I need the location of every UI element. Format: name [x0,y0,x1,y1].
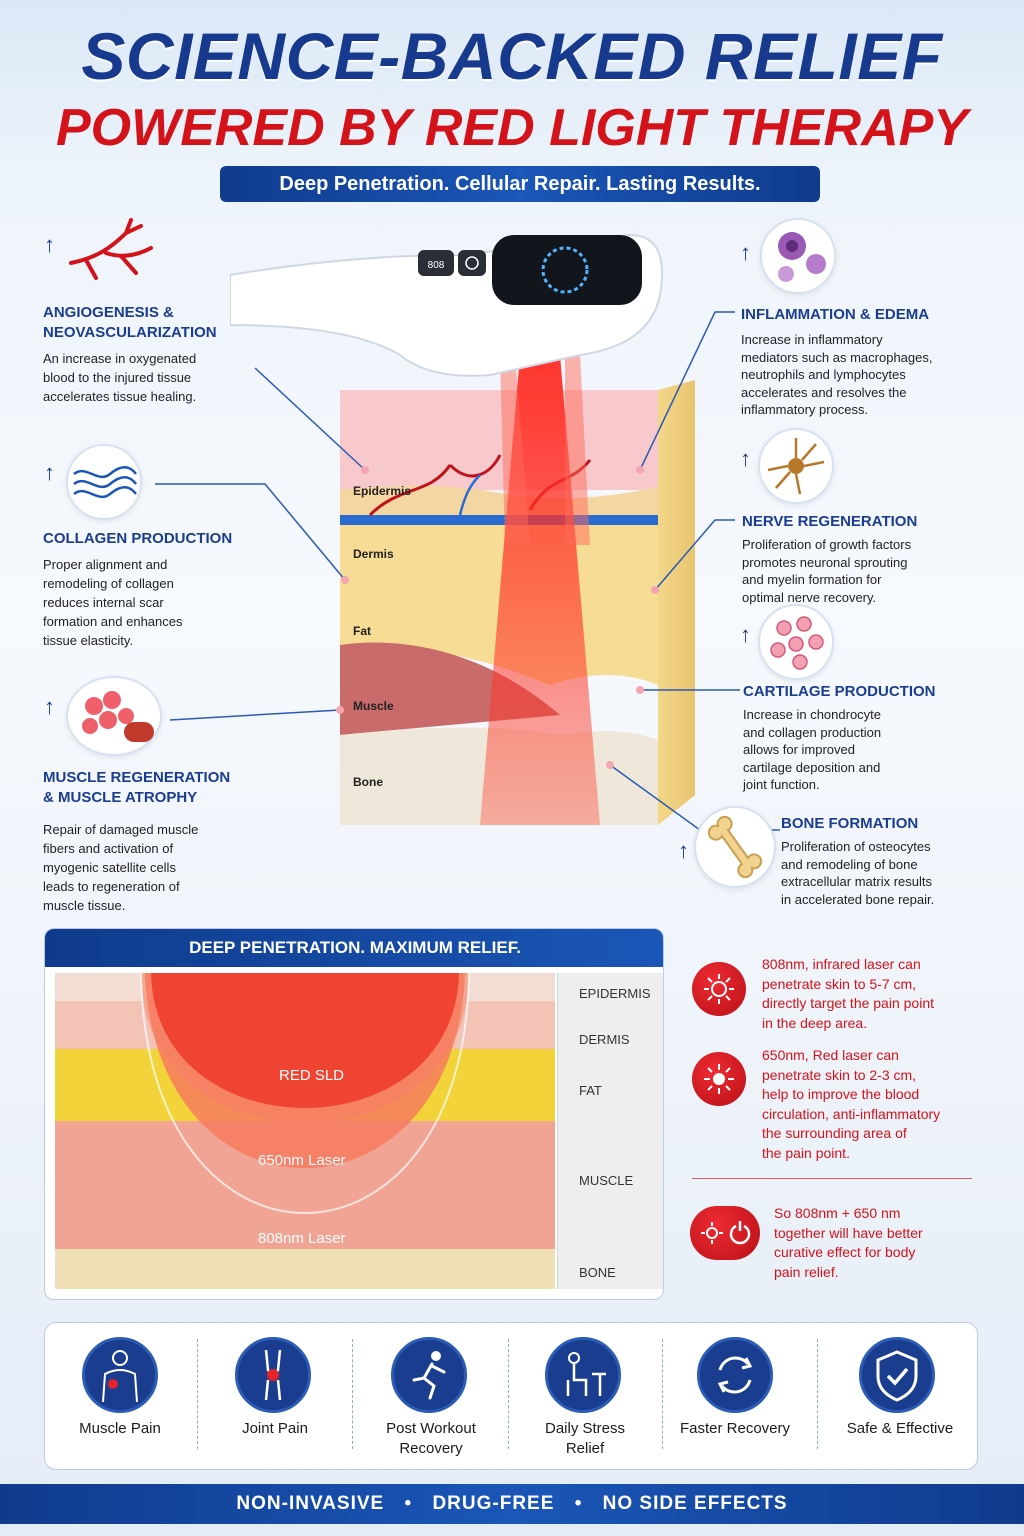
layer-name-muscle: MUSCLE [579,1173,634,1188]
blood-vessel-band [340,515,658,525]
footer-item: NO SIDE EFFECTS [602,1493,788,1514]
beam-label-808: 808nm Laser [258,1230,346,1247]
benefit-title: ANGIOGENESIS & [43,304,174,321]
benefit-angiogenesis: ANGIOGENESIS & NEOVASCULARIZATION An inc… [43,303,263,406]
feature-joint-pain: Joint Pain [242,1420,308,1437]
benefit-title: COLLAGEN PRODUCTION [43,530,233,547]
feature-divider [817,1339,818,1449]
beam-label-650: 650nm Laser [258,1152,346,1169]
benefit-title: CARTILAGE PRODUCTION [743,683,936,700]
benefit-muscle: MUSCLE REGENERATION & MUSCLE ATROPHY Rep… [43,768,263,915]
increase-arrow-icon: ↑ [44,460,55,485]
desk-sitting-icon [545,1337,621,1413]
cycle-arrows-icon [697,1337,773,1413]
feature-divider [352,1339,353,1449]
increase-arrow-icon: ↑ [44,232,55,257]
benefit-cartilage: CARTILAGE PRODUCTION Increase in chondro… [743,682,983,794]
chondrocytes-icon [758,604,834,680]
page-title-line2: POWERED BY RED LIGHT THERAPY [55,99,968,157]
running-person-icon [391,1337,467,1413]
layer-name-bone: BONE [579,1265,616,1280]
benefit-title: INFLAMMATION & EDEMA [741,306,930,323]
benefit-bone: BONE FORMATION Proliferation of osteocyt… [781,814,1001,908]
increase-arrow-icon: ↑ [678,838,689,863]
page-title-line1: SCIENCE-BACKED RELIEF [81,19,943,93]
penetration-diagram [55,973,555,1289]
feature-divider [662,1339,663,1449]
benefit-title: NERVE REGENERATION [742,513,918,530]
footer-item: NON-INVASIVE [236,1493,385,1514]
immune-cells-icon [760,218,836,294]
layer-name-fat: FAT [579,1083,602,1098]
layer-name-dermis: DERMIS [579,1032,630,1047]
layer-label-fat: Fat [353,624,371,638]
notes-divider [692,1178,972,1179]
benefit-inflammation: INFLAMMATION & EDEMA Increase in inflamm… [741,305,981,419]
increase-arrow-icon: ↑ [740,446,751,471]
feature-divider [197,1339,198,1449]
increase-arrow-icon: ↑ [44,694,55,719]
sun-power-icon [690,1206,760,1260]
device-mode-button [418,250,454,276]
neuron-icon [758,428,834,504]
bone-icon [694,806,776,888]
benefit-title: MUSCLE REGENERATION [43,769,231,786]
collagen-fiber-icon [66,444,142,520]
footer-item: DRUG-FREE [432,1493,555,1514]
layer-label-bone: Bone [353,775,383,789]
layer-label-muscle: Muscle [353,699,394,713]
feature-safe-effective: Safe & Effective [846,1420,954,1437]
benefit-title: & MUSCLE ATROPHY [43,789,198,806]
penetration-depth-panel: DEEP PENETRATION. MAXIMUM RELIEF. RED SL… [44,928,664,1300]
benefit-collagen: COLLAGEN PRODUCTION Proper alignment and… [43,529,263,650]
block-side-face [658,380,695,825]
depth-panel-header: DEEP PENETRATION. MAXIMUM RELIEF. [45,929,663,967]
sun-rays-icon [692,1052,746,1106]
increase-arrow-icon: ↑ [740,622,751,647]
device-button-label: 808 [428,260,445,271]
blood-vessel-icon [69,218,153,280]
body-pain-icon [82,1337,158,1413]
feature-divider [508,1339,509,1449]
feature-faster-recovery: Faster Recovery [679,1420,791,1437]
footer-banner: NON-INVASIVE • DRUG-FREE • NO SIDE EFFEC… [0,1484,1024,1524]
device-screen [492,235,642,305]
increase-arrow-icon: ↑ [740,240,751,265]
benefit-nerve: NERVE REGENERATION Proliferation of grow… [742,512,982,606]
layer-label-dermis: Dermis [353,547,394,561]
shield-check-icon [859,1337,935,1413]
muscle-fiber-icon [66,676,162,756]
benefit-title: BONE FORMATION [781,815,919,832]
sun-icon [692,962,746,1016]
layer-name-column [557,973,663,1289]
benefit-title: NEOVASCULARIZATION [43,324,217,341]
tissue-diagram: 808 [230,233,695,825]
epidermis-layer [340,390,658,490]
knee-joint-icon [235,1337,311,1413]
beam-label-red-sld: RED SLD [279,1067,345,1084]
layer-label-epidermis: Epidermis [353,484,412,498]
feature-muscle-pain: Muscle Pain [79,1420,161,1437]
device-power-button [458,250,486,276]
subtitle-banner: Deep Penetration. Cellular Repair. Lasti… [220,166,820,202]
layer-name-epidermis: EPIDERMIS [579,986,651,1001]
